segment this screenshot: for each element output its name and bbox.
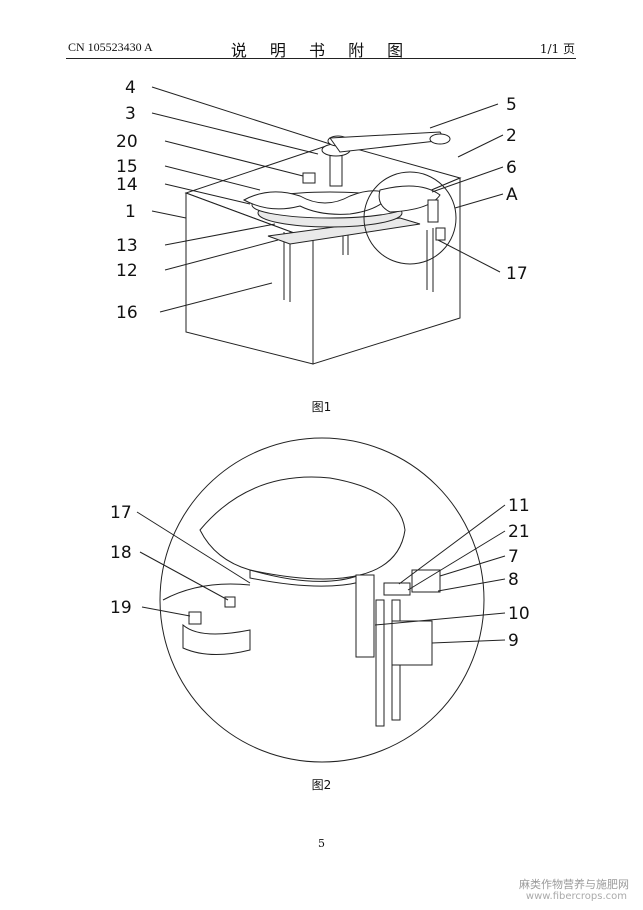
fig2-label-8: 8 [508,570,519,590]
page-fraction: 1/1 页 [539,42,575,56]
fig1-label-3: 3 [125,104,136,124]
watermark-line-1: 麻类作物营养与施肥网 [519,878,629,891]
fig1-label-5: 5 [506,95,517,115]
figure-2-detail-circle [159,437,485,763]
section-title: 说 明 书 附 图 [230,41,413,60]
watermark-line-2: www.fibercrops.com [525,891,627,902]
fig2-label-9: 9 [508,631,519,651]
fig1-label-13: 13 [116,236,138,256]
publication-number: CN 105523430 A [68,40,153,54]
fig2-label-7: 7 [508,547,519,567]
detail-circle-a [363,171,457,265]
fig1-label-2: 2 [506,126,517,146]
page-number: 5 [318,837,325,850]
header-rule [66,58,576,59]
fig1-label-16: 16 [116,303,138,323]
fig1-label-6: 6 [506,158,517,178]
fig2-label-19: 19 [110,598,132,618]
fig1-label-20: 20 [116,132,138,152]
figure-1-caption: 图1 [311,400,332,414]
fig1-label-4: 4 [125,78,136,98]
fig1-label-17: 17 [506,264,528,284]
fig2-label-17: 17 [110,503,132,523]
figure-2-caption: 图2 [311,778,332,792]
fig2-label-11: 11 [508,496,530,516]
fig1-label-a: A [506,185,518,205]
fig2-label-18: 18 [110,543,132,563]
fig1-label-1: 1 [125,202,136,222]
fig1-label-15: 15 [116,157,138,177]
fig1-label-12: 12 [116,261,138,281]
fig1-label-14: 14 [116,175,138,195]
fig2-label-21: 21 [508,522,530,542]
fig2-label-10: 10 [508,604,530,624]
